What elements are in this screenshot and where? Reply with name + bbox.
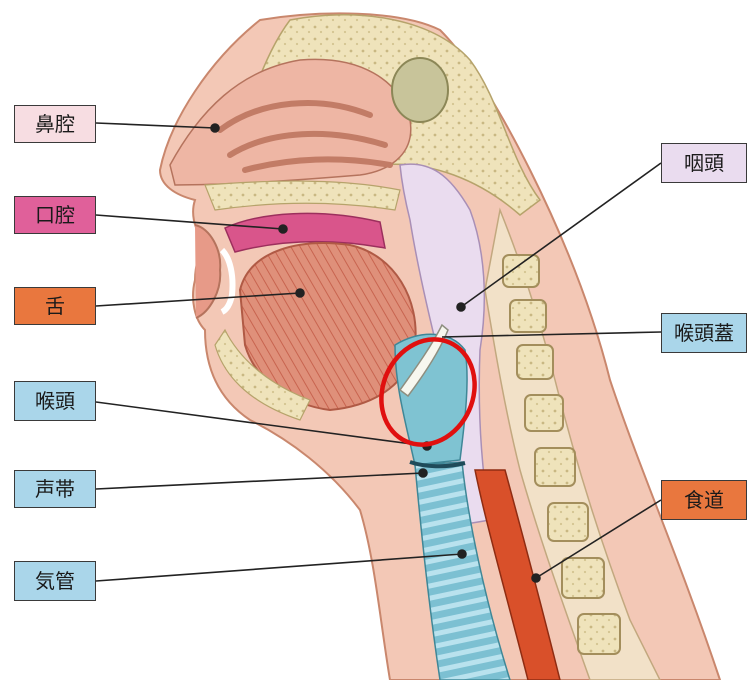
label-tongue: 舌 <box>14 287 96 325</box>
label-vocal-cords: 声帯 <box>14 470 96 508</box>
label-trachea: 気管 <box>14 561 96 601</box>
label-oral-cavity: 口腔 <box>14 196 96 234</box>
label-nasal-cavity: 鼻腔 <box>14 105 96 143</box>
label-esophagus: 食道 <box>661 480 747 520</box>
label-larynx: 喉頭 <box>14 381 96 421</box>
label-pharynx: 咽頭 <box>661 143 747 183</box>
sphenoid-sinus <box>392 58 448 122</box>
label-epiglottis: 喉頭蓋 <box>661 313 747 353</box>
